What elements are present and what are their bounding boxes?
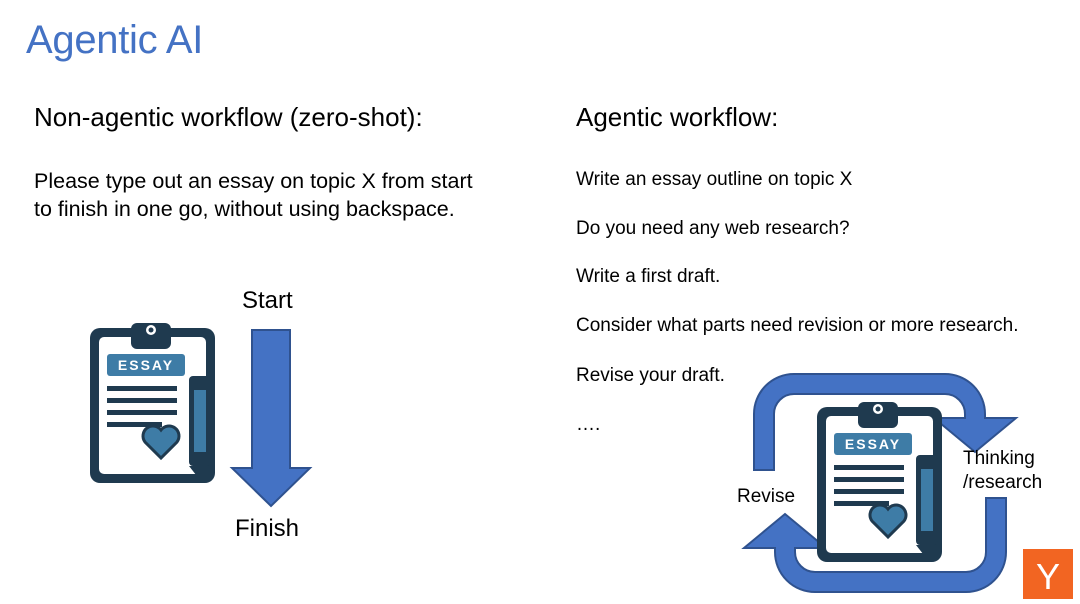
zero-shot-prompt: Please type out an essay on topic X from…: [34, 169, 473, 221]
logo-y-icon: Y: [1036, 556, 1060, 597]
clipboard-essay-icon: ESSAY: [817, 402, 942, 562]
clipboard-essay-icon: ESSAY: [90, 323, 215, 483]
svg-text:Y: Y: [1036, 556, 1060, 597]
step-consider-revision: Consider what parts need revision or mor…: [576, 315, 1019, 336]
step-first-draft: Write a first draft.: [576, 266, 721, 287]
non-agentic-heading: Non-agentic workflow (zero-shot):: [34, 102, 423, 132]
step-research: Do you need any web research?: [576, 218, 850, 239]
revise-label: Revise: [737, 486, 796, 507]
y-combinator-logo: Y: [1023, 549, 1073, 599]
research-label: /research: [963, 472, 1043, 493]
start-label: Start: [242, 287, 293, 314]
step-outline: Write an essay outline on topic X: [576, 169, 853, 190]
step-revise-draft: Revise your draft.: [576, 365, 725, 386]
step-ellipsis: ….: [576, 414, 601, 435]
down-arrow-icon: [229, 329, 313, 508]
agentic-heading: Agentic workflow:: [576, 102, 779, 132]
cycle-arrows-icon: [741, 373, 1019, 593]
clipboard-essay-text: ESSAY: [118, 357, 174, 373]
clipboard-essay-text: ESSAY: [845, 436, 901, 452]
thinking-label: Thinking: [963, 448, 1035, 469]
finish-label: Finish: [235, 515, 300, 542]
slide-title: Agentic AI: [26, 18, 204, 62]
